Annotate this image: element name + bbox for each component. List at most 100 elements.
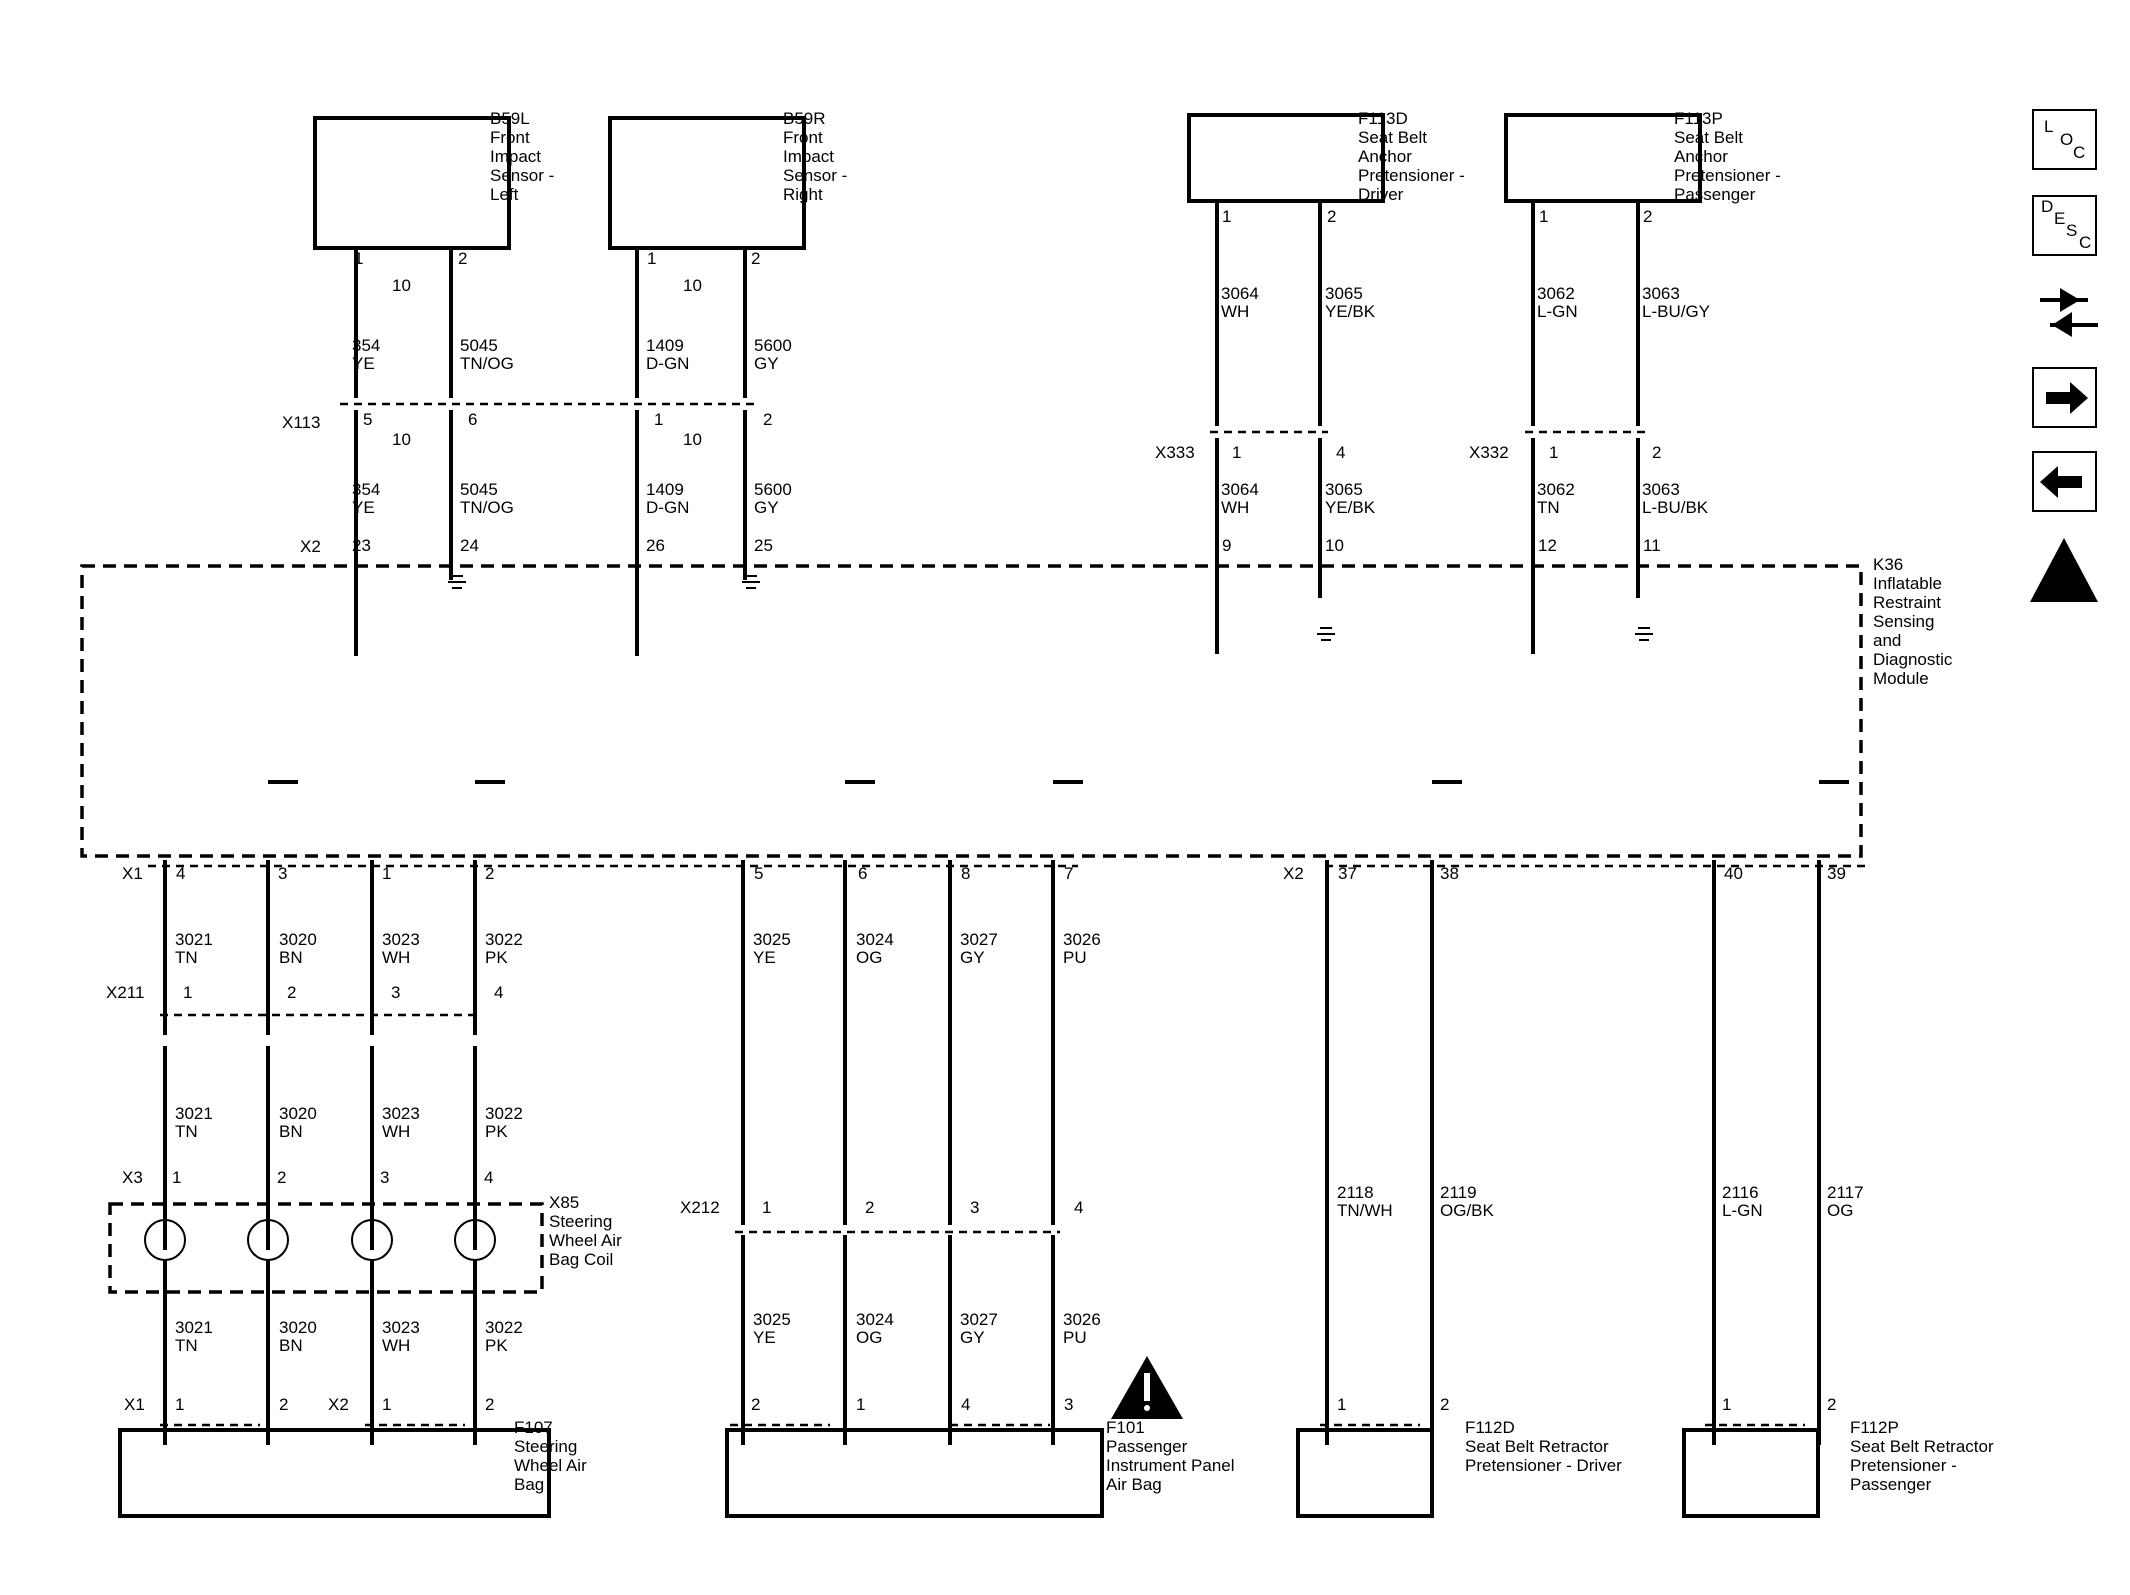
x332-label: X332 (1469, 443, 1509, 462)
svg-text:10: 10 (392, 430, 411, 449)
svg-text:Right: Right (783, 185, 823, 204)
svg-text:WH: WH (382, 948, 410, 967)
svg-text:Sensing: Sensing (1873, 612, 1934, 631)
desc-icon[interactable] (2032, 195, 2097, 256)
svg-text:GY: GY (754, 498, 779, 517)
svg-text:2: 2 (865, 1198, 874, 1217)
svg-text:Steering: Steering (549, 1212, 612, 1231)
svg-text:2118: 2118 (1337, 1183, 1374, 1202)
svg-text:5045: 5045 (460, 480, 498, 499)
svg-text:1: 1 (762, 1198, 771, 1217)
svg-text:OG/BK: OG/BK (1440, 1201, 1495, 1220)
svg-text:OG: OG (856, 948, 882, 967)
arrow-left-icon[interactable] (2032, 451, 2097, 512)
svg-text:3: 3 (1064, 1395, 1073, 1414)
svg-text:TN/OG: TN/OG (460, 498, 514, 517)
svg-text:Pretensioner -: Pretensioner - (1674, 166, 1781, 185)
svg-text:YE: YE (352, 354, 375, 373)
svg-text:1: 1 (172, 1168, 181, 1187)
svg-text:2: 2 (1643, 207, 1652, 226)
svg-text:5045: 5045 (460, 336, 498, 355)
svg-text:3024: 3024 (856, 1310, 894, 1329)
svg-text:YE: YE (352, 498, 375, 517)
svg-text:F101: F101 (1106, 1418, 1145, 1437)
x211-label: X211 (106, 983, 144, 1002)
svg-text:BN: BN (279, 1336, 303, 1355)
svg-text:C: C (2079, 233, 2091, 252)
loc-icon[interactable] (2032, 109, 2097, 170)
wire-labels: 1 2 10 354 YE 5045 TN/OG 5 6 10 354 YE 5… (352, 207, 1710, 555)
svg-text:GY: GY (754, 354, 779, 373)
svg-text:10: 10 (683, 276, 702, 295)
svg-text:3: 3 (380, 1168, 389, 1187)
x2-top-label: X2 (300, 537, 321, 556)
svg-text:Restraint: Restraint (1873, 593, 1941, 612)
side-icons: L O C D E S C (2030, 109, 2098, 602)
svg-text:4: 4 (961, 1395, 970, 1414)
svg-text:1: 1 (1539, 207, 1548, 226)
svg-text:3025: 3025 (753, 1310, 791, 1329)
svg-text:O: O (2060, 130, 2073, 149)
svg-text:Impact: Impact (490, 147, 541, 166)
svg-text:Seat Belt Retractor: Seat Belt Retractor (1850, 1437, 1994, 1456)
svg-text:3026: 3026 (1063, 1310, 1101, 1329)
svg-text:10: 10 (1325, 536, 1344, 555)
svg-text:Pretensioner - Driver: Pretensioner - Driver (1465, 1456, 1622, 1475)
svg-text:3021: 3021 (175, 930, 213, 949)
svg-text:Instrument Panel: Instrument Panel (1106, 1456, 1235, 1475)
svg-text:F112P: F112P (1850, 1418, 1899, 1437)
svg-text:5: 5 (363, 410, 372, 429)
svg-text:YE: YE (753, 1328, 776, 1347)
svg-text:L-GN: L-GN (1537, 302, 1578, 321)
svg-text:354: 354 (352, 480, 380, 499)
svg-text:11: 11 (1643, 536, 1661, 555)
svg-text:3065: 3065 (1325, 284, 1363, 303)
svg-text:and: and (1873, 631, 1901, 650)
svg-text:3023: 3023 (382, 930, 420, 949)
svg-text:5600: 5600 (754, 480, 792, 499)
svg-text:Passenger: Passenger (1850, 1475, 1932, 1494)
svg-text:Bag: Bag (514, 1475, 544, 1494)
svg-text:Pretensioner -: Pretensioner - (1850, 1456, 1957, 1475)
svg-text:23: 23 (352, 536, 371, 555)
svg-text:25: 25 (754, 536, 773, 555)
svg-text:Impact: Impact (783, 147, 834, 166)
connector-tool-icon[interactable] (2040, 288, 2098, 337)
svg-text:3022: 3022 (485, 1104, 523, 1123)
svg-text:2: 2 (751, 249, 760, 268)
svg-text:Passenger: Passenger (1674, 185, 1756, 204)
svg-text:Sensor -: Sensor - (490, 166, 554, 185)
b59l-label: B59L (490, 109, 530, 128)
svg-text:3020: 3020 (279, 1104, 317, 1123)
svg-text:2: 2 (1827, 1395, 1836, 1414)
svg-text:3062: 3062 (1537, 480, 1575, 499)
svg-text:GY: GY (960, 948, 985, 967)
svg-text:2119: 2119 (1440, 1183, 1477, 1202)
svg-text:WH: WH (1221, 302, 1249, 321)
svg-text:E: E (2054, 209, 2065, 228)
svg-text:WH: WH (1221, 498, 1249, 517)
svg-text:1: 1 (1232, 443, 1241, 462)
svg-text:WH: WH (382, 1336, 410, 1355)
svg-text:X85: X85 (549, 1193, 579, 1212)
f113d-label: F113D (1358, 109, 1408, 128)
svg-text:L-BU/GY: L-BU/GY (1642, 302, 1710, 321)
svg-text:2: 2 (763, 410, 772, 429)
svg-text:1: 1 (382, 1395, 391, 1414)
svg-text:F107: F107 (514, 1418, 553, 1437)
x2-bottom-label: X2 (1283, 864, 1304, 883)
svg-text:Front: Front (783, 128, 823, 147)
svg-text:3021: 3021 (175, 1104, 213, 1123)
svg-text:Seat Belt Retractor: Seat Belt Retractor (1465, 1437, 1609, 1456)
arrow-right-icon[interactable] (2032, 367, 2097, 428)
svg-text:WH: WH (382, 1122, 410, 1141)
svg-text:1: 1 (354, 249, 363, 268)
svg-text:2: 2 (485, 1395, 494, 1414)
airbag-warning-icon[interactable] (2030, 538, 2098, 602)
svg-text:TN: TN (175, 1122, 198, 1141)
svg-text:1409: 1409 (646, 480, 684, 499)
b59r-label: B59R (783, 109, 826, 128)
svg-text:Inflatable: Inflatable (1873, 574, 1942, 593)
svg-text:3063: 3063 (1642, 480, 1680, 499)
